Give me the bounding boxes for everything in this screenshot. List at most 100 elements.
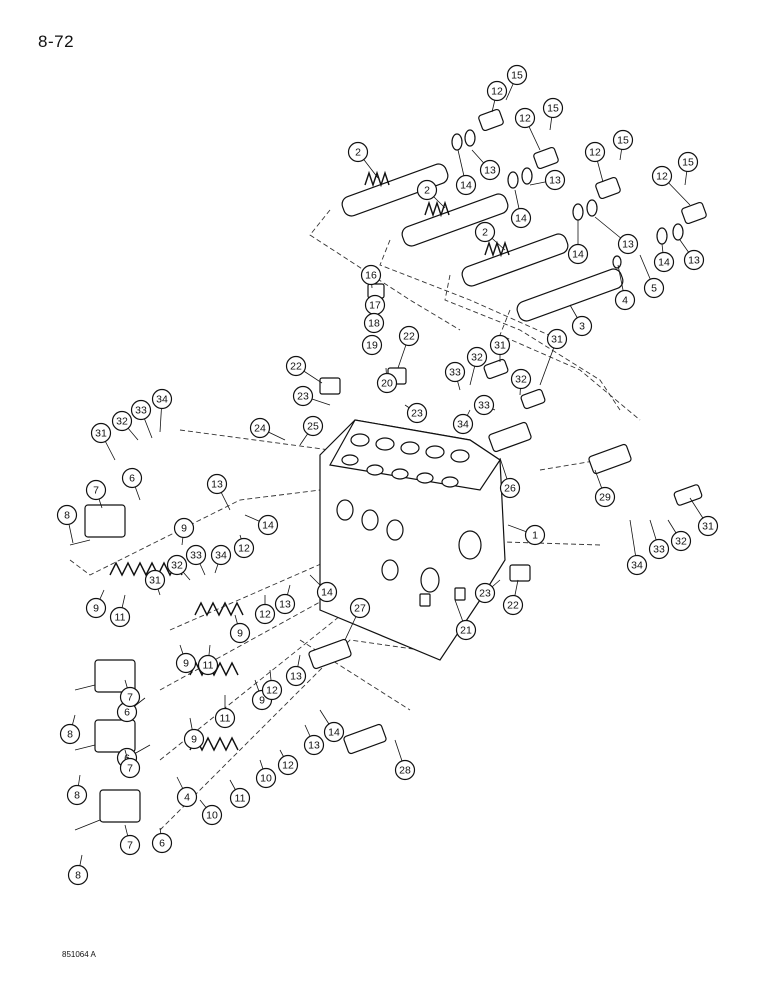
callout-label: 32 xyxy=(171,560,183,572)
callout-26: 26 xyxy=(499,457,521,499)
callout-label: 9 xyxy=(191,734,197,746)
callout-circle xyxy=(347,141,369,163)
callout-31: 31 xyxy=(144,569,166,596)
callout-29: 29 xyxy=(594,469,616,508)
callout-circle xyxy=(59,723,81,745)
callout-label: 33 xyxy=(190,550,202,562)
callout-5: 5 xyxy=(639,254,665,299)
callout-label: 2 xyxy=(424,185,430,197)
callout-label: 18 xyxy=(368,318,380,330)
callout-label: 32 xyxy=(471,352,483,364)
callout-circle xyxy=(398,325,420,347)
callout-circle xyxy=(277,754,299,776)
callout-circle xyxy=(229,622,251,644)
callout-circle xyxy=(452,413,474,435)
callout-circle xyxy=(626,554,648,576)
callout-label: 9 xyxy=(183,658,189,670)
callout-label: 3 xyxy=(579,321,585,333)
callout-9: 9 xyxy=(85,589,107,619)
callout-label: 1 xyxy=(532,530,538,542)
callout-label: 13 xyxy=(308,740,320,752)
callout-circle xyxy=(510,207,532,229)
callout-31: 31 xyxy=(90,422,116,461)
callout-circle xyxy=(119,757,141,779)
callout-circle xyxy=(406,402,428,424)
callout-circle xyxy=(502,594,524,616)
callout-label: 28 xyxy=(399,765,411,777)
callout-label: 12 xyxy=(282,760,294,772)
callout-circle xyxy=(66,784,88,806)
callout-circle xyxy=(349,597,371,619)
callout-circle xyxy=(285,355,307,377)
callout-circle xyxy=(233,537,255,559)
callout-13: 13 xyxy=(594,216,639,255)
spool-4 xyxy=(516,268,624,322)
callout-circle xyxy=(166,554,188,576)
callout-33: 33 xyxy=(130,399,153,439)
callout-label: 23 xyxy=(479,588,491,600)
callout-circle xyxy=(473,394,495,416)
callout-23: 23 xyxy=(292,385,331,407)
callout-circle xyxy=(651,165,673,187)
callout-label: 21 xyxy=(460,625,472,637)
callout-circle xyxy=(584,141,606,163)
callout-15: 15 xyxy=(612,129,634,161)
callout-label: 20 xyxy=(381,378,393,390)
callout-label: 4 xyxy=(184,792,190,804)
callout-label: 7 xyxy=(93,485,99,497)
callout-circle xyxy=(303,734,325,756)
callout-label: 33 xyxy=(653,544,665,556)
callout-label: 7 xyxy=(127,840,133,852)
callout-13: 13 xyxy=(303,724,325,756)
callout-circle xyxy=(185,544,207,566)
callout-8: 8 xyxy=(59,714,81,745)
callout-label: 11 xyxy=(203,660,214,672)
callout-label: 13 xyxy=(622,239,634,251)
callout-14: 14 xyxy=(510,189,532,229)
callout-label: 12 xyxy=(259,609,271,621)
callout-circle xyxy=(201,804,223,826)
callout-label: 34 xyxy=(156,394,168,406)
callout-31: 31 xyxy=(689,497,719,537)
callout-label: 22 xyxy=(507,600,519,612)
callout-label: 9 xyxy=(181,523,187,535)
callout-11: 11 xyxy=(229,779,251,809)
callout-label: 10 xyxy=(206,810,218,822)
callout-label: 6 xyxy=(129,473,135,485)
callout-circle xyxy=(67,864,89,886)
callout-10: 10 xyxy=(255,759,277,789)
plugs xyxy=(319,283,531,582)
callout-2: 2 xyxy=(416,179,446,209)
callout-circle xyxy=(546,328,568,350)
callout-label: 34 xyxy=(215,550,227,562)
callout-label: 13 xyxy=(688,255,700,267)
callout-1: 1 xyxy=(507,524,546,546)
callout-label: 13 xyxy=(290,671,302,683)
callout-label: 12 xyxy=(656,171,668,183)
callout-circle xyxy=(614,289,636,311)
callout-circle xyxy=(285,665,307,687)
callout-circle xyxy=(524,524,546,546)
spool-3 xyxy=(461,233,569,287)
callout-11: 11 xyxy=(109,594,131,628)
callout-32: 32 xyxy=(466,346,488,386)
callout-label: 22 xyxy=(403,331,415,343)
callout-12: 12 xyxy=(254,595,276,625)
callout-label: 14 xyxy=(328,727,340,739)
callout-circle xyxy=(455,619,477,641)
callout-circle xyxy=(510,368,532,390)
callout-circle xyxy=(144,569,166,591)
callout-32: 32 xyxy=(111,410,139,441)
callout-circle xyxy=(119,834,141,856)
callout-label: 15 xyxy=(617,135,629,147)
callout-circle xyxy=(183,728,205,750)
callout-circle xyxy=(175,652,197,674)
callout-circle xyxy=(261,679,283,701)
callout-circle xyxy=(90,422,112,444)
callout-32: 32 xyxy=(510,368,532,396)
callout-circle xyxy=(544,169,566,191)
callout-8: 8 xyxy=(56,504,78,544)
callout-circle xyxy=(643,277,665,299)
callout-label: 23 xyxy=(297,391,309,403)
callout-6: 6 xyxy=(151,827,173,854)
